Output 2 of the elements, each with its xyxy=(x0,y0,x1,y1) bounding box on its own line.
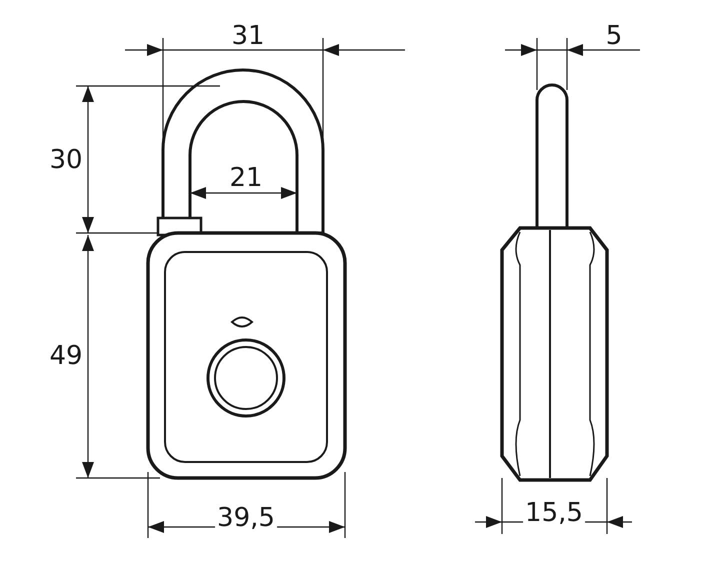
dimension-label: 15,5 xyxy=(523,500,585,526)
dimension-label: 39,5 xyxy=(215,505,277,531)
